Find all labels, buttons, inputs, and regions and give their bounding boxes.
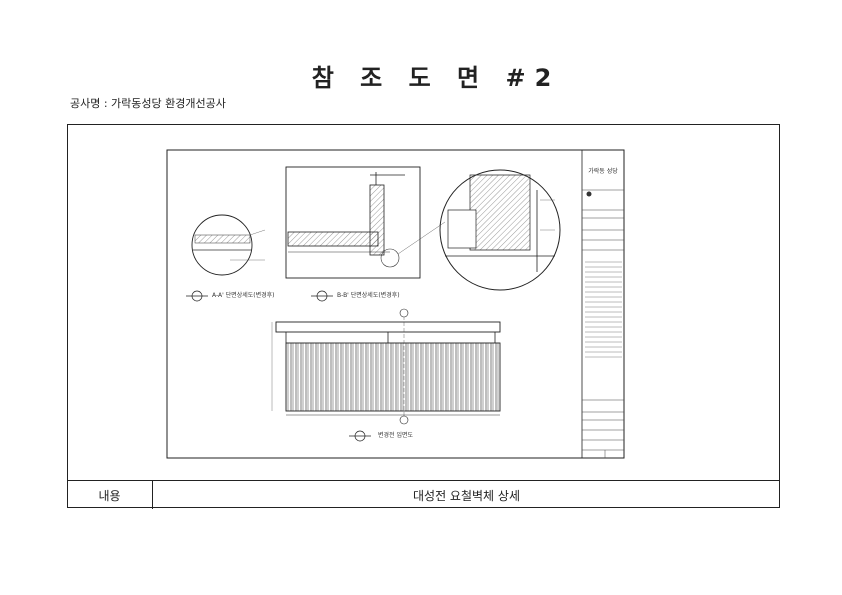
- content-label: 내용: [67, 481, 153, 509]
- enlarged-detail: [439, 169, 561, 291]
- footer-row: 내용 대성전 요철벽체 상세: [67, 480, 780, 509]
- project-name: 공사명 : 가락동성당 환경개선공사: [70, 97, 226, 110]
- elevation-label: 변경전 입면도: [378, 431, 414, 439]
- section-b-label: B-B' 단면상세도(변경후): [337, 291, 400, 299]
- section-a-detail: A-A' 단면상세도(변경후): [186, 214, 275, 302]
- title-block: 가락동 성당: [581, 150, 624, 458]
- section-a-label: A-A' 단면상세도(변경후): [212, 291, 275, 299]
- page-title: 참 조 도 면 #2: [311, 64, 561, 92]
- title-block-name: 가락동 성당: [588, 167, 618, 175]
- elevation-view: 변경전 입면도: [271, 308, 501, 442]
- drawing-sheet: [166, 149, 625, 459]
- content-value: 대성전 요철벽체 상세: [413, 488, 520, 503]
- section-b-detail: B-B' 단면상세도(변경후): [285, 166, 446, 302]
- drawing-frame: [67, 124, 780, 508]
- logo-icon: [586, 191, 592, 197]
